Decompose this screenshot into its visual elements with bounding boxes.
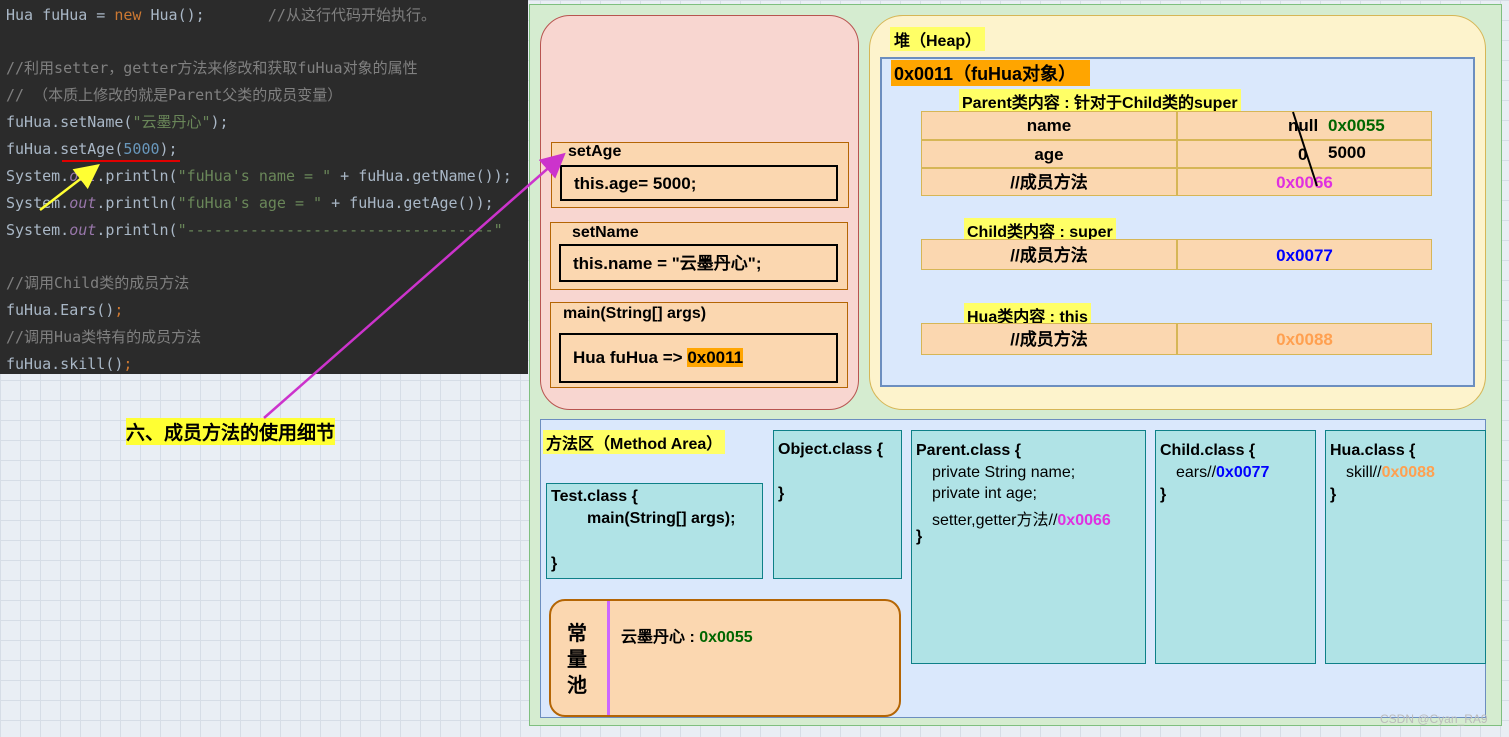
hua-method-label: //成员方法 xyxy=(921,323,1177,355)
child-method-label: //成员方法 xyxy=(921,239,1177,270)
code-line: System.out.println("fuHua's age = " + fu… xyxy=(6,194,494,212)
class-line: private int age; xyxy=(932,485,1037,502)
class-line: private String name; xyxy=(932,464,1076,481)
object-address: 0x0011 xyxy=(687,348,744,367)
yellow-arrow xyxy=(39,163,100,211)
class-line: } xyxy=(1330,486,1337,503)
code-comment: //利用setter，getter方法来修改和获取fuHua对象的属性 xyxy=(6,59,418,77)
stack-frame-setAge: setAge this.age= 5000; xyxy=(551,142,849,208)
stack-frame-title: main(String[] args) xyxy=(563,305,707,322)
child-method-addr: 0x0077 xyxy=(1177,239,1432,270)
code-comment: //调用Child类的成员方法 xyxy=(6,274,190,292)
child-content-label: Child类内容 : super xyxy=(964,218,1116,242)
hua-method-addr: 0x0088 xyxy=(1177,323,1432,355)
heap-title: 堆（Heap） xyxy=(890,27,986,51)
stack-frame-title: setName xyxy=(572,224,639,241)
object-class-box: Object.class { } xyxy=(773,430,902,579)
stack-frame-setName: setName this.name = "云墨丹心"; xyxy=(550,222,848,290)
code-line: fuHua.skill(); xyxy=(6,355,133,373)
section-caption: 六、成员方法的使用细节 xyxy=(126,418,336,445)
object-title: 0x0011（fuHua对象） xyxy=(891,60,1091,86)
field-age-label: age xyxy=(921,140,1177,168)
class-line: Child.class { xyxy=(1160,442,1256,459)
method-addr: 0x0077 xyxy=(1216,464,1270,481)
old-value: 0 xyxy=(1298,145,1308,164)
pool-title: 常量池 xyxy=(567,623,587,697)
stack-frame-body: this.age= 5000; xyxy=(560,165,838,201)
class-line: main(String[] args); xyxy=(587,510,736,527)
class-line: Hua.class { xyxy=(1330,442,1416,459)
code-line: fuHua.Ears(); xyxy=(6,301,124,319)
class-line: } xyxy=(916,528,923,545)
magenta-arrow xyxy=(263,152,566,419)
class-line: ears//0x0077 xyxy=(1176,464,1270,481)
class-line: } xyxy=(778,485,785,502)
method-area-title: 方法区（Method Area） xyxy=(543,430,726,454)
class-line: } xyxy=(1160,486,1167,503)
code-line: Hua fuHua = new Hua(); //从这行代码开始执行。 xyxy=(6,6,436,24)
class-line: setter,getter方法//0x0066 xyxy=(932,512,1111,529)
parent-content-label: Parent类内容 : 针对于Child类的super xyxy=(959,89,1241,113)
code-comment: // （本质上修改的就是Parent父类的成员变量） xyxy=(6,86,343,104)
child-class-box: Child.class { ears//0x0077 } xyxy=(1155,430,1316,664)
field-name-value: null 0x0055 xyxy=(1177,111,1432,140)
parent-class-box: Parent.class { private String name; priv… xyxy=(911,430,1146,664)
code-comment: //调用Hua类特有的成员方法 xyxy=(6,328,202,346)
constant-pool: 常量池 云墨丹心 : 0x0055 xyxy=(549,599,901,717)
new-value: 0x0055 xyxy=(1328,116,1385,135)
pool-divider xyxy=(607,601,610,715)
stack-frame-body: Hua fuHua => 0x0011 xyxy=(559,333,838,383)
parent-method-addr: 0x0066 xyxy=(1177,168,1432,196)
class-line: skill//0x0088 xyxy=(1346,464,1435,481)
stack-frame-title: setAge xyxy=(568,143,622,160)
field-name-label: name xyxy=(921,111,1177,140)
code-line: System.out.println("--------------------… xyxy=(6,221,503,239)
hua-class-box: Hua.class { skill//0x0088 } xyxy=(1325,430,1486,664)
method-addr: 0x0088 xyxy=(1381,464,1435,481)
class-line: } xyxy=(551,555,558,572)
pool-entry-addr: 0x0055 xyxy=(699,629,753,646)
code-line: fuHua.setAge(5000); xyxy=(6,140,178,158)
strike-line xyxy=(1292,111,1318,187)
code-line: fuHua.setName("云墨丹心"); xyxy=(6,113,229,131)
code-editor-panel: Hua fuHua = new Hua(); //从这行代码开始执行。 //利用… xyxy=(0,0,528,374)
pool-entry: 云墨丹心 : 0x0055 xyxy=(621,629,753,646)
watermark: CSDN @Cyan_RA9 xyxy=(1380,712,1488,726)
test-class-box: Test.class { main(String[] args); } xyxy=(546,483,763,579)
stack-frame-body: this.name = "云墨丹心"; xyxy=(559,244,838,282)
stack-frame-main: main(String[] args) Hua fuHua => 0x0011 xyxy=(550,302,848,388)
new-value: 5000 xyxy=(1328,143,1366,162)
parent-method-label: //成员方法 xyxy=(921,168,1177,196)
class-line: Test.class { xyxy=(551,488,638,505)
class-line: Object.class { xyxy=(778,441,883,458)
method-addr: 0x0066 xyxy=(1057,512,1111,529)
class-line: Parent.class { xyxy=(916,442,1021,459)
